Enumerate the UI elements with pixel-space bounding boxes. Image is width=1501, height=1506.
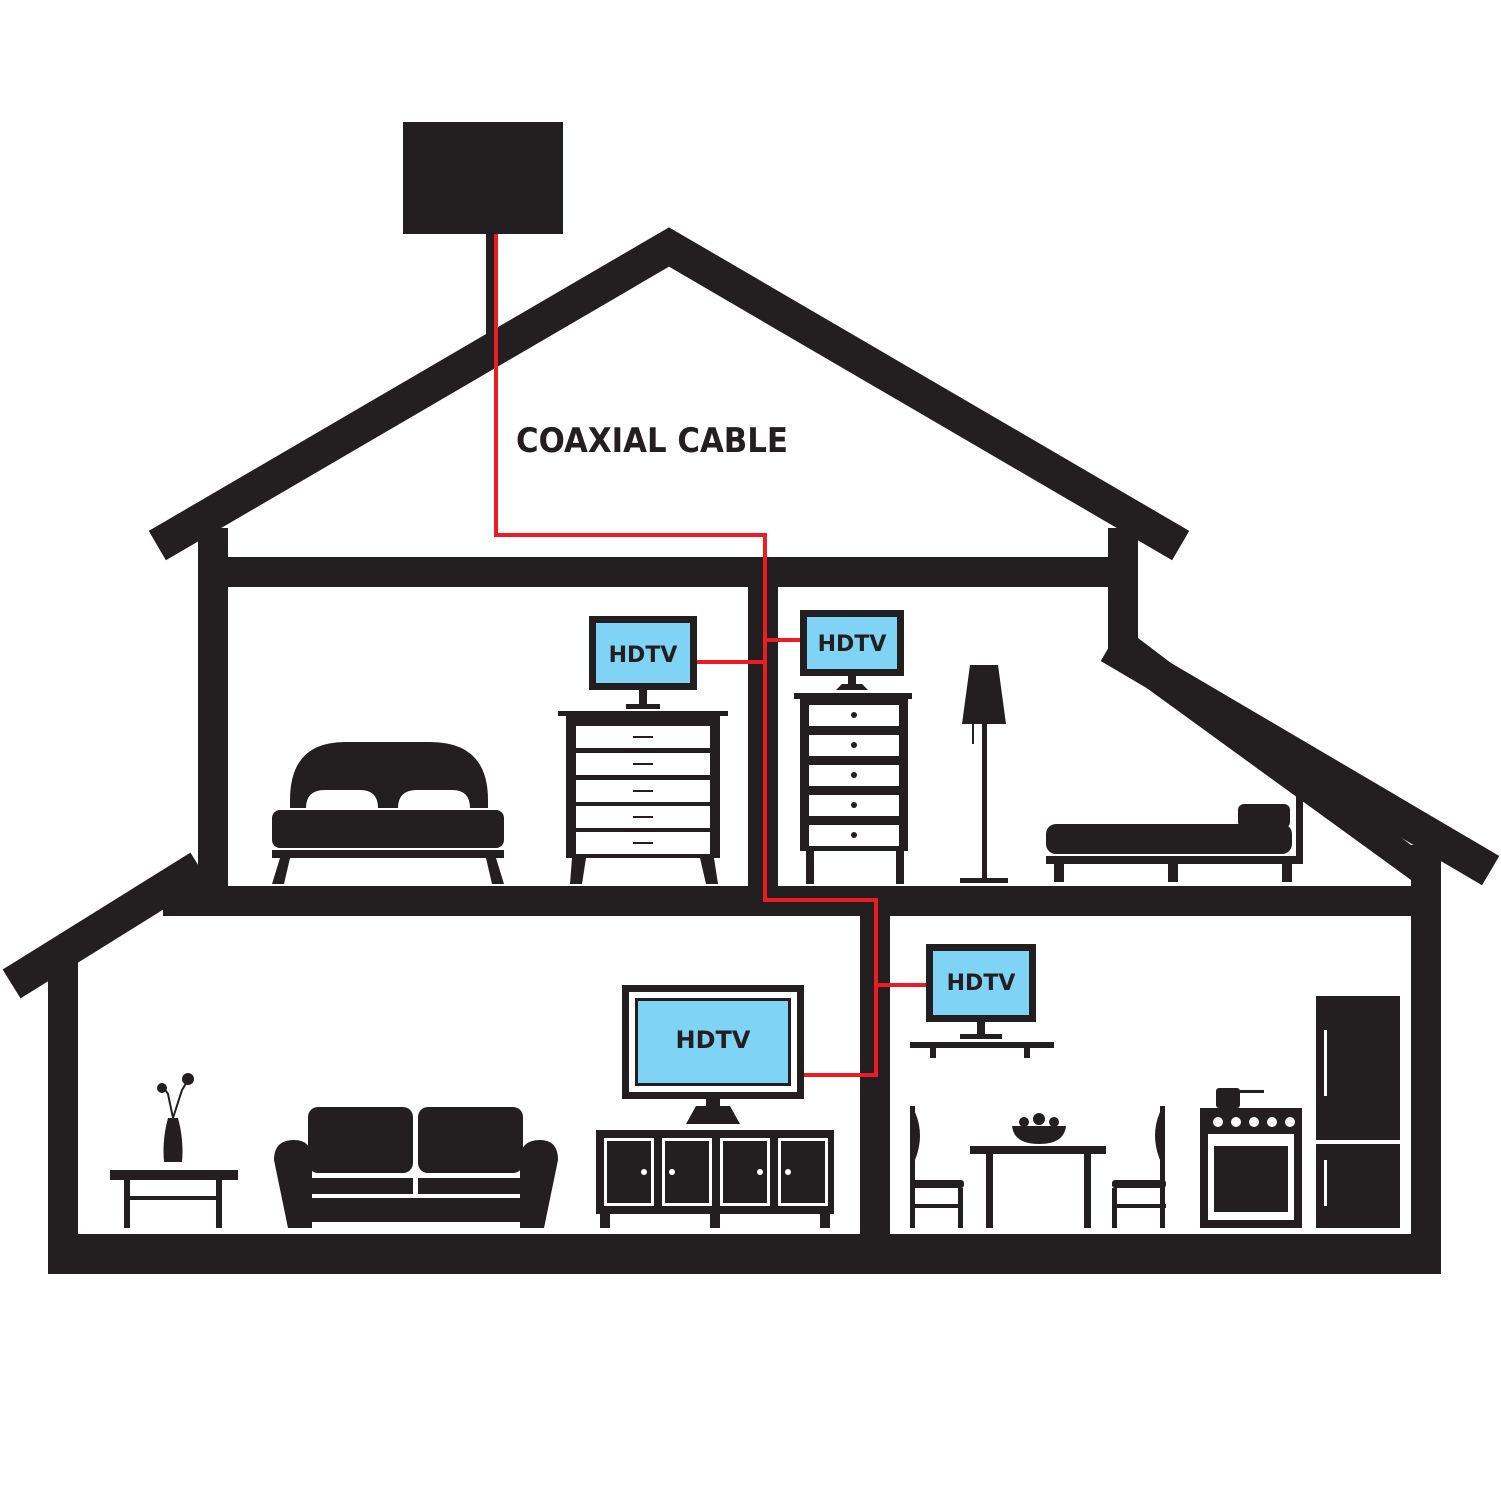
- hdtv-label: HDTV: [676, 1026, 751, 1054]
- coaxial-cable: [494, 234, 926, 1077]
- dining-table-icon: [970, 1113, 1106, 1228]
- chair-icon: [910, 1106, 964, 1228]
- single-bed-icon: [1046, 784, 1303, 882]
- tv-living-room: HDTV: [622, 985, 804, 1124]
- side-table-icon: [110, 1170, 238, 1228]
- stove-icon: [1200, 1088, 1302, 1228]
- coaxial-cable-label: COAXIAL CABLE: [516, 421, 788, 461]
- dresser-icon: [558, 711, 728, 884]
- hdtv-label: HDTV: [609, 643, 678, 668]
- floor-lamp-icon: [960, 665, 1008, 883]
- media-cabinet-icon: [596, 1130, 834, 1228]
- house-structure: [48, 528, 1441, 1274]
- tv-upper-right: HDTV: [800, 610, 904, 690]
- vase-icon: [157, 1073, 194, 1162]
- dresser-icon: [794, 693, 912, 884]
- sofa-icon: [274, 1107, 558, 1228]
- upper-right-roof-wall: [1108, 638, 1411, 880]
- antenna-icon: [403, 122, 563, 344]
- chair-icon: [1112, 1106, 1166, 1228]
- tv-kitchen: HDTV: [926, 944, 1036, 1039]
- refrigerator-icon: [1316, 996, 1400, 1228]
- tv-upper-left: HDTV: [589, 616, 697, 709]
- hdtv-label: HDTV: [818, 632, 887, 657]
- wall-shelf-icon: [910, 1042, 1054, 1058]
- double-bed-icon: [272, 742, 504, 884]
- hdtv-label: HDTV: [947, 971, 1016, 996]
